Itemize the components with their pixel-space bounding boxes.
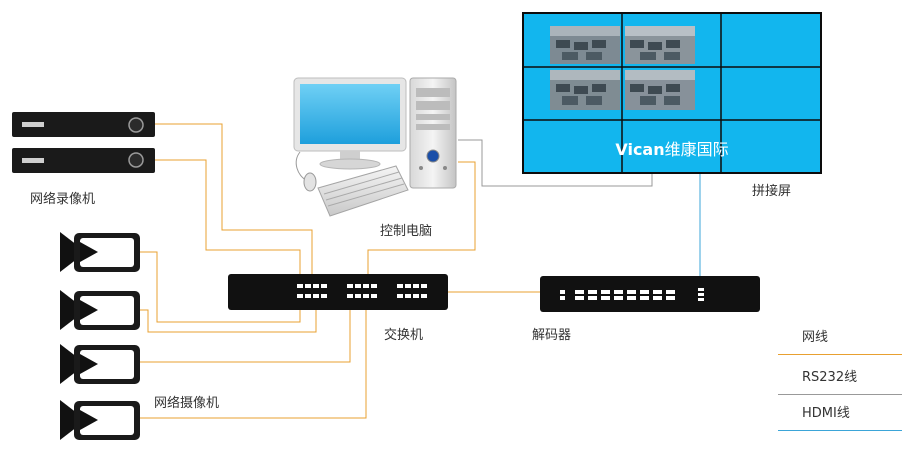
rs232-cable xyxy=(458,139,653,187)
brand-bold: Vican xyxy=(615,140,665,159)
cable-cam1-switch xyxy=(140,251,301,323)
cable-nvr1-switch xyxy=(155,123,313,274)
switch-icon xyxy=(228,274,448,310)
legend-label: RS232线 xyxy=(802,370,858,385)
nvr-icon xyxy=(12,112,155,173)
camera-icon xyxy=(60,232,140,440)
video-wall-brand: Vican维康国际 xyxy=(524,136,820,160)
decoder-label: 解码器 xyxy=(532,328,572,343)
cable-nvr2-switch xyxy=(155,159,301,274)
brand-rest: 维康国际 xyxy=(664,140,729,159)
cable-cam2-switch xyxy=(140,309,317,333)
legend-item-hdmi: HDMI线 xyxy=(778,394,902,431)
cable-pc-switch xyxy=(367,161,476,274)
monitoring-images xyxy=(550,26,695,110)
legend-label: 网线 xyxy=(802,330,829,345)
pc-label: 控制电脑 xyxy=(380,224,433,239)
cable-cam3-switch xyxy=(140,310,351,363)
decoder-icon xyxy=(540,276,760,312)
switch-label: 交换机 xyxy=(384,328,424,343)
cable-cam4-switch xyxy=(140,310,367,419)
cameras-label: 网络摄像机 xyxy=(154,396,220,411)
videowall-label: 拼接屏 xyxy=(752,184,792,199)
legend-item-network: 网线 xyxy=(778,318,902,355)
network-cables xyxy=(140,123,540,419)
legend-item-rs232: RS232线 xyxy=(778,358,902,395)
nvr-label: 网络录像机 xyxy=(30,192,96,207)
computer-icon xyxy=(293,77,457,217)
video-wall-icon xyxy=(522,12,822,174)
legend-label: HDMI线 xyxy=(802,406,850,421)
